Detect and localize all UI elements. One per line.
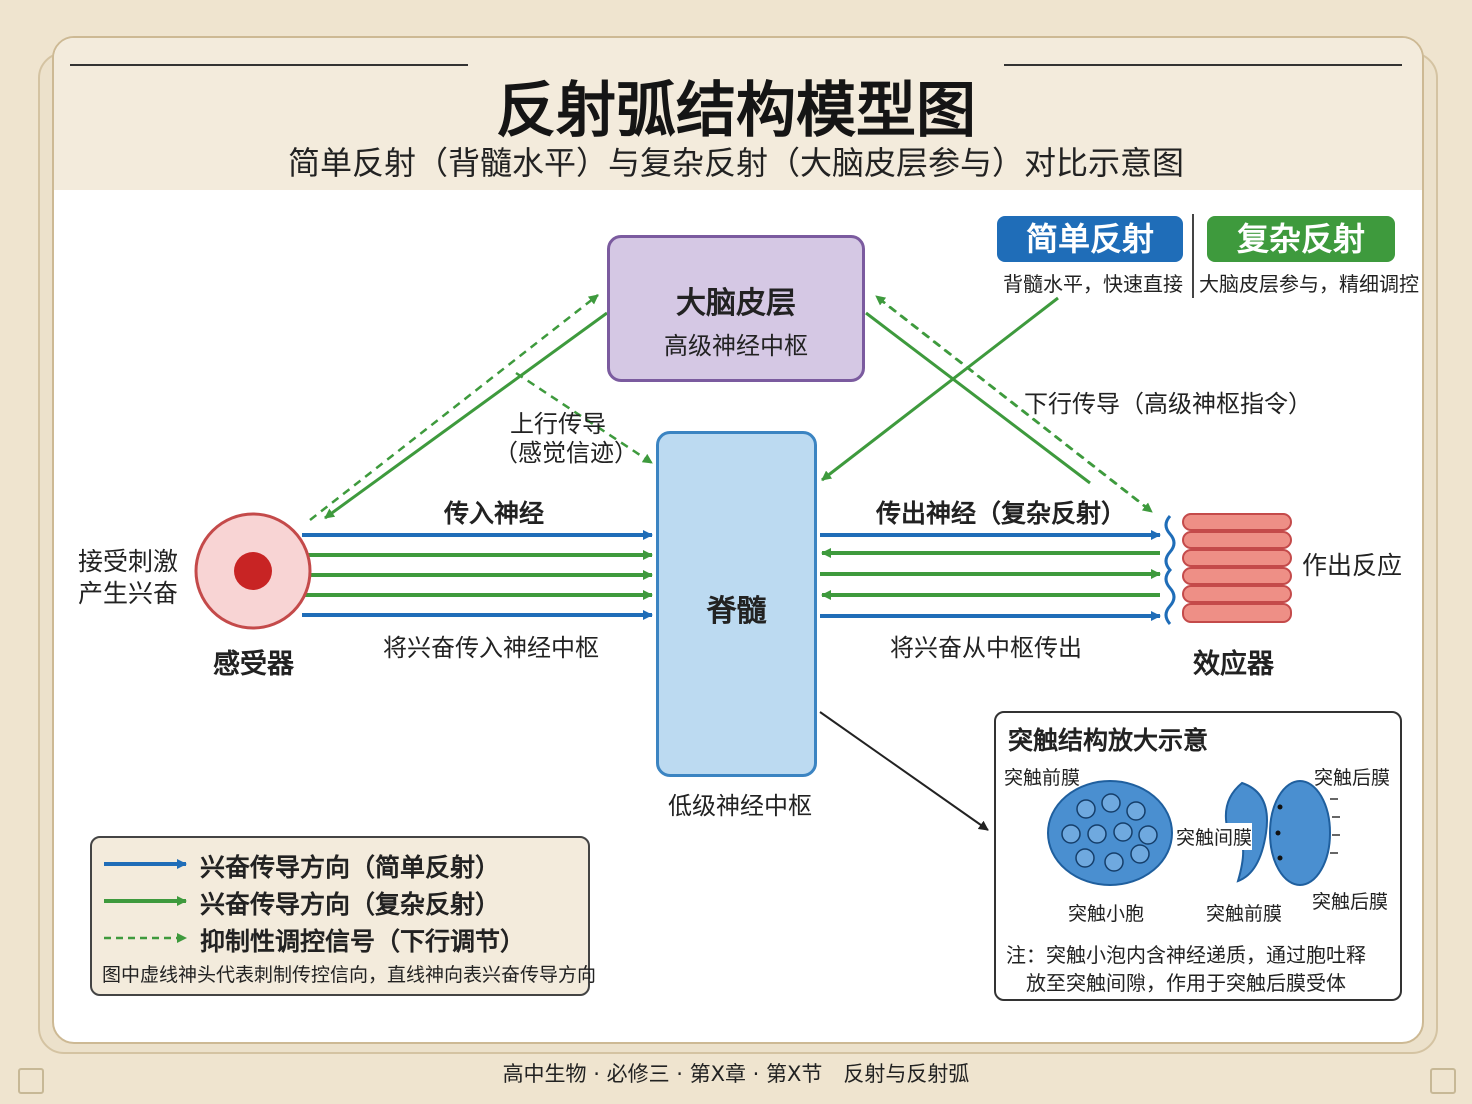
spine-subtitle: 低级神经中枢 <box>668 792 812 820</box>
legend-item-inhibitory: 抑制性调控信号（下行调节） <box>200 927 526 956</box>
receptor-desc-line2: 产生兴奋 <box>78 579 179 608</box>
receptor-label: 感受器 <box>213 649 294 680</box>
synapse-note-line2: 放至突触间隙，作用于突触后膜受体 <box>1026 971 1346 995</box>
page-title: 反射弧结构模型图 <box>496 76 976 146</box>
cortex-subtitle: 高级神经中枢 <box>664 332 808 360</box>
synapse-note-line1: 注：突触小泡内含神经递质，通过胞吐释 <box>1006 943 1366 967</box>
page-subtitle: 简单反射（背髓水平）与复杂反射（大脑皮层参与）对比示意图 <box>287 144 1184 182</box>
membrane-ticks <box>1330 798 1340 854</box>
corner-ornament-right <box>1430 1068 1456 1094</box>
complex-reflex-desc: 大脑皮层参与，精细调控 <box>1199 272 1419 296</box>
afferent-desc: 将兴奋传入神经中枢 <box>383 634 599 662</box>
cortex-title: 大脑皮层 <box>676 286 796 321</box>
header-band <box>54 38 1422 190</box>
post-membrane-label-bottom: 突触后膜 <box>1312 891 1389 913</box>
efferent-arrows <box>820 530 1161 621</box>
complex-reflex-tag: 复杂反射 <box>1207 216 1395 262</box>
footer-caption: 高中生物 · 必修三 · 第X章 · 第X节 反射与反射弧 <box>502 1062 970 1086</box>
legend-swatches <box>104 859 187 943</box>
receptor-icon <box>194 512 312 630</box>
synapse-drawing <box>1047 780 1340 886</box>
synaptic-vesicles <box>1061 793 1158 872</box>
effector-icon <box>1164 513 1292 625</box>
spinal-cord-box: 脊髓 <box>656 431 817 777</box>
cerebral-cortex-box: 大脑皮层 高级神经中枢 <box>607 235 865 382</box>
zoom-arrow <box>819 711 989 831</box>
ascending-solid-arrow <box>324 311 608 520</box>
postsynaptic-membrane <box>1269 780 1331 886</box>
legend-item-simple: 兴奋传导方向（简单反射） <box>200 853 501 882</box>
tag-to-spine-arrow <box>821 296 1059 482</box>
vesicle-label: 突触小胞 <box>1068 903 1145 925</box>
afferent-label: 传入神经 <box>444 499 545 528</box>
pre-membrane-label-bottom: 突触前膜 <box>1206 903 1283 925</box>
ascending-label-line1: 上行传导 <box>510 410 606 438</box>
descending-dashed-arrow-down <box>877 297 1153 513</box>
simple-reflex-desc: 背髓水平，快速直接 <box>1003 272 1183 296</box>
receptor-desc-line1: 接受刺激 <box>78 547 179 576</box>
title-rule-right <box>1004 64 1402 66</box>
effector-desc: 作出反应 <box>1302 551 1403 580</box>
legend-item-complex: 兴奋传导方向（复杂反射） <box>200 890 501 919</box>
simple-reflex-tag: 简单反射 <box>997 216 1183 262</box>
title-rule-left <box>70 64 468 66</box>
legend-note: 图中虚线神头代表刺制传控信向，直线神向表兴奋传导方向 <box>102 964 597 986</box>
ascending-label-line2: （感觉信迹） <box>494 439 638 467</box>
efferent-label: 传出神经（复杂反射） <box>876 499 1127 528</box>
pre-membrane-label-top: 突触前膜 <box>1004 767 1081 789</box>
legend-box: 兴奋传导方向（简单反射） 兴奋传导方向（复杂反射） 抑制性调控信号（下行调节） … <box>90 836 596 996</box>
ascending-dashed-arrow <box>309 294 599 521</box>
receptor-dots <box>1275 804 1283 861</box>
synaptic-cleft-label: 突触间膜 <box>1176 823 1253 850</box>
afferent-arrows <box>302 530 653 620</box>
corner-ornament-left <box>18 1068 44 1094</box>
spine-title: 脊髓 <box>706 594 767 629</box>
synapse-inset: 突触结构放大示意 突触前膜 突触后膜 突触间膜 突触小胞 突触前膜 突触后膜 注… <box>994 711 1402 1001</box>
descending-solid-line <box>865 311 1091 485</box>
descending-label: 下行传导（高级神枢指令） <box>1024 390 1312 418</box>
post-membrane-label-top: 突触后膜 <box>1314 767 1391 789</box>
effector-label: 效应器 <box>1193 649 1274 680</box>
efferent-desc: 将兴奋从中枢传出 <box>890 634 1082 662</box>
tag-divider <box>1192 214 1194 298</box>
synapse-title: 突触结构放大示意 <box>1008 726 1209 755</box>
